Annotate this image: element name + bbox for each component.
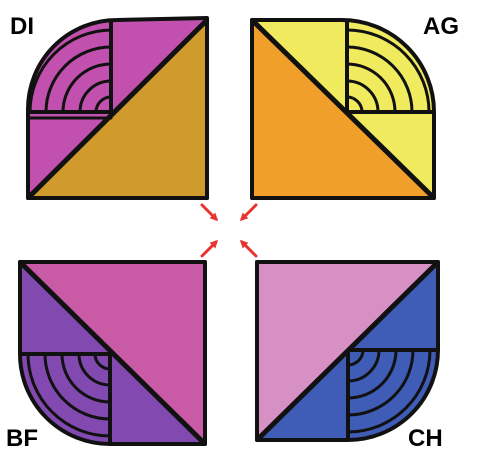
arrow-from-top-right (242, 205, 256, 219)
label-ag: AG (423, 13, 459, 40)
center-arrows (202, 205, 256, 256)
block-di (28, 18, 207, 198)
arrow-from-top-left (202, 205, 216, 219)
block-ag (252, 20, 434, 198)
block-ch (257, 262, 438, 440)
label-ch: CH (408, 425, 443, 452)
label-di: DI (10, 13, 34, 40)
label-bf: BF (6, 425, 38, 452)
arrow-from-bottom-left (202, 242, 216, 256)
block-bf (20, 262, 205, 444)
arrow-from-bottom-right (242, 242, 256, 256)
